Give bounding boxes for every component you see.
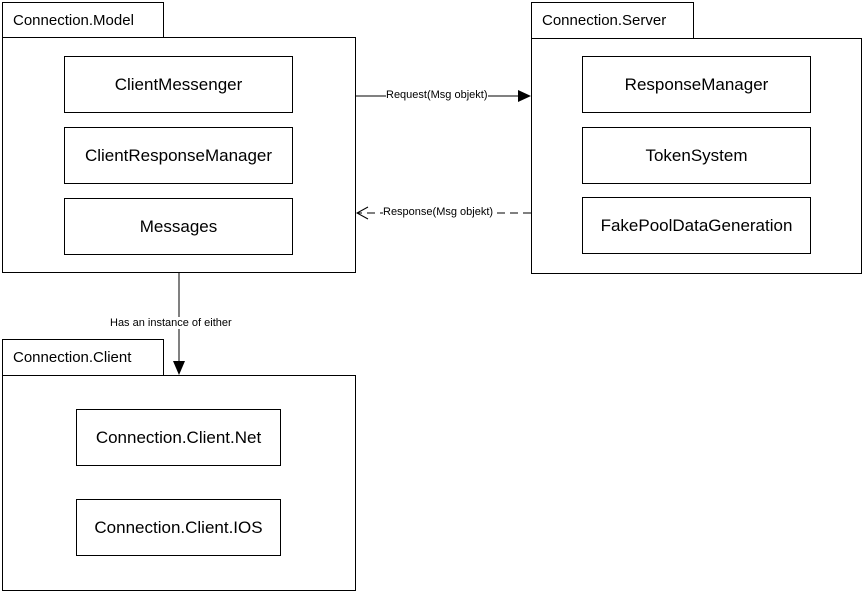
class-messages: Messages bbox=[64, 198, 293, 255]
request-arrowhead bbox=[518, 90, 531, 102]
class-response-manager: ResponseManager bbox=[582, 56, 811, 113]
class-client-response-manager: ClientResponseManager bbox=[64, 127, 293, 184]
package-tab-model: Connection.Model bbox=[2, 2, 164, 38]
package-tab-server: Connection.Server bbox=[531, 2, 694, 39]
package-client bbox=[2, 375, 356, 591]
instance-arrowhead bbox=[173, 361, 185, 375]
class-client-messenger: ClientMessenger bbox=[64, 56, 293, 113]
class-connection-client-ios: Connection.Client.IOS bbox=[76, 499, 281, 556]
class-token-system: TokenSystem bbox=[582, 127, 811, 184]
package-tab-client: Connection.Client bbox=[2, 339, 164, 376]
request-label: Request(Msg objekt) bbox=[386, 89, 488, 101]
response-arrowhead bbox=[355, 206, 369, 220]
response-label: Response(Msg objekt) bbox=[383, 206, 494, 218]
class-fake-pool-data-generation: FakePoolDataGeneration bbox=[582, 197, 811, 254]
class-connection-client-net: Connection.Client.Net bbox=[76, 409, 281, 466]
instance-label: Has an instance of either bbox=[110, 317, 232, 329]
